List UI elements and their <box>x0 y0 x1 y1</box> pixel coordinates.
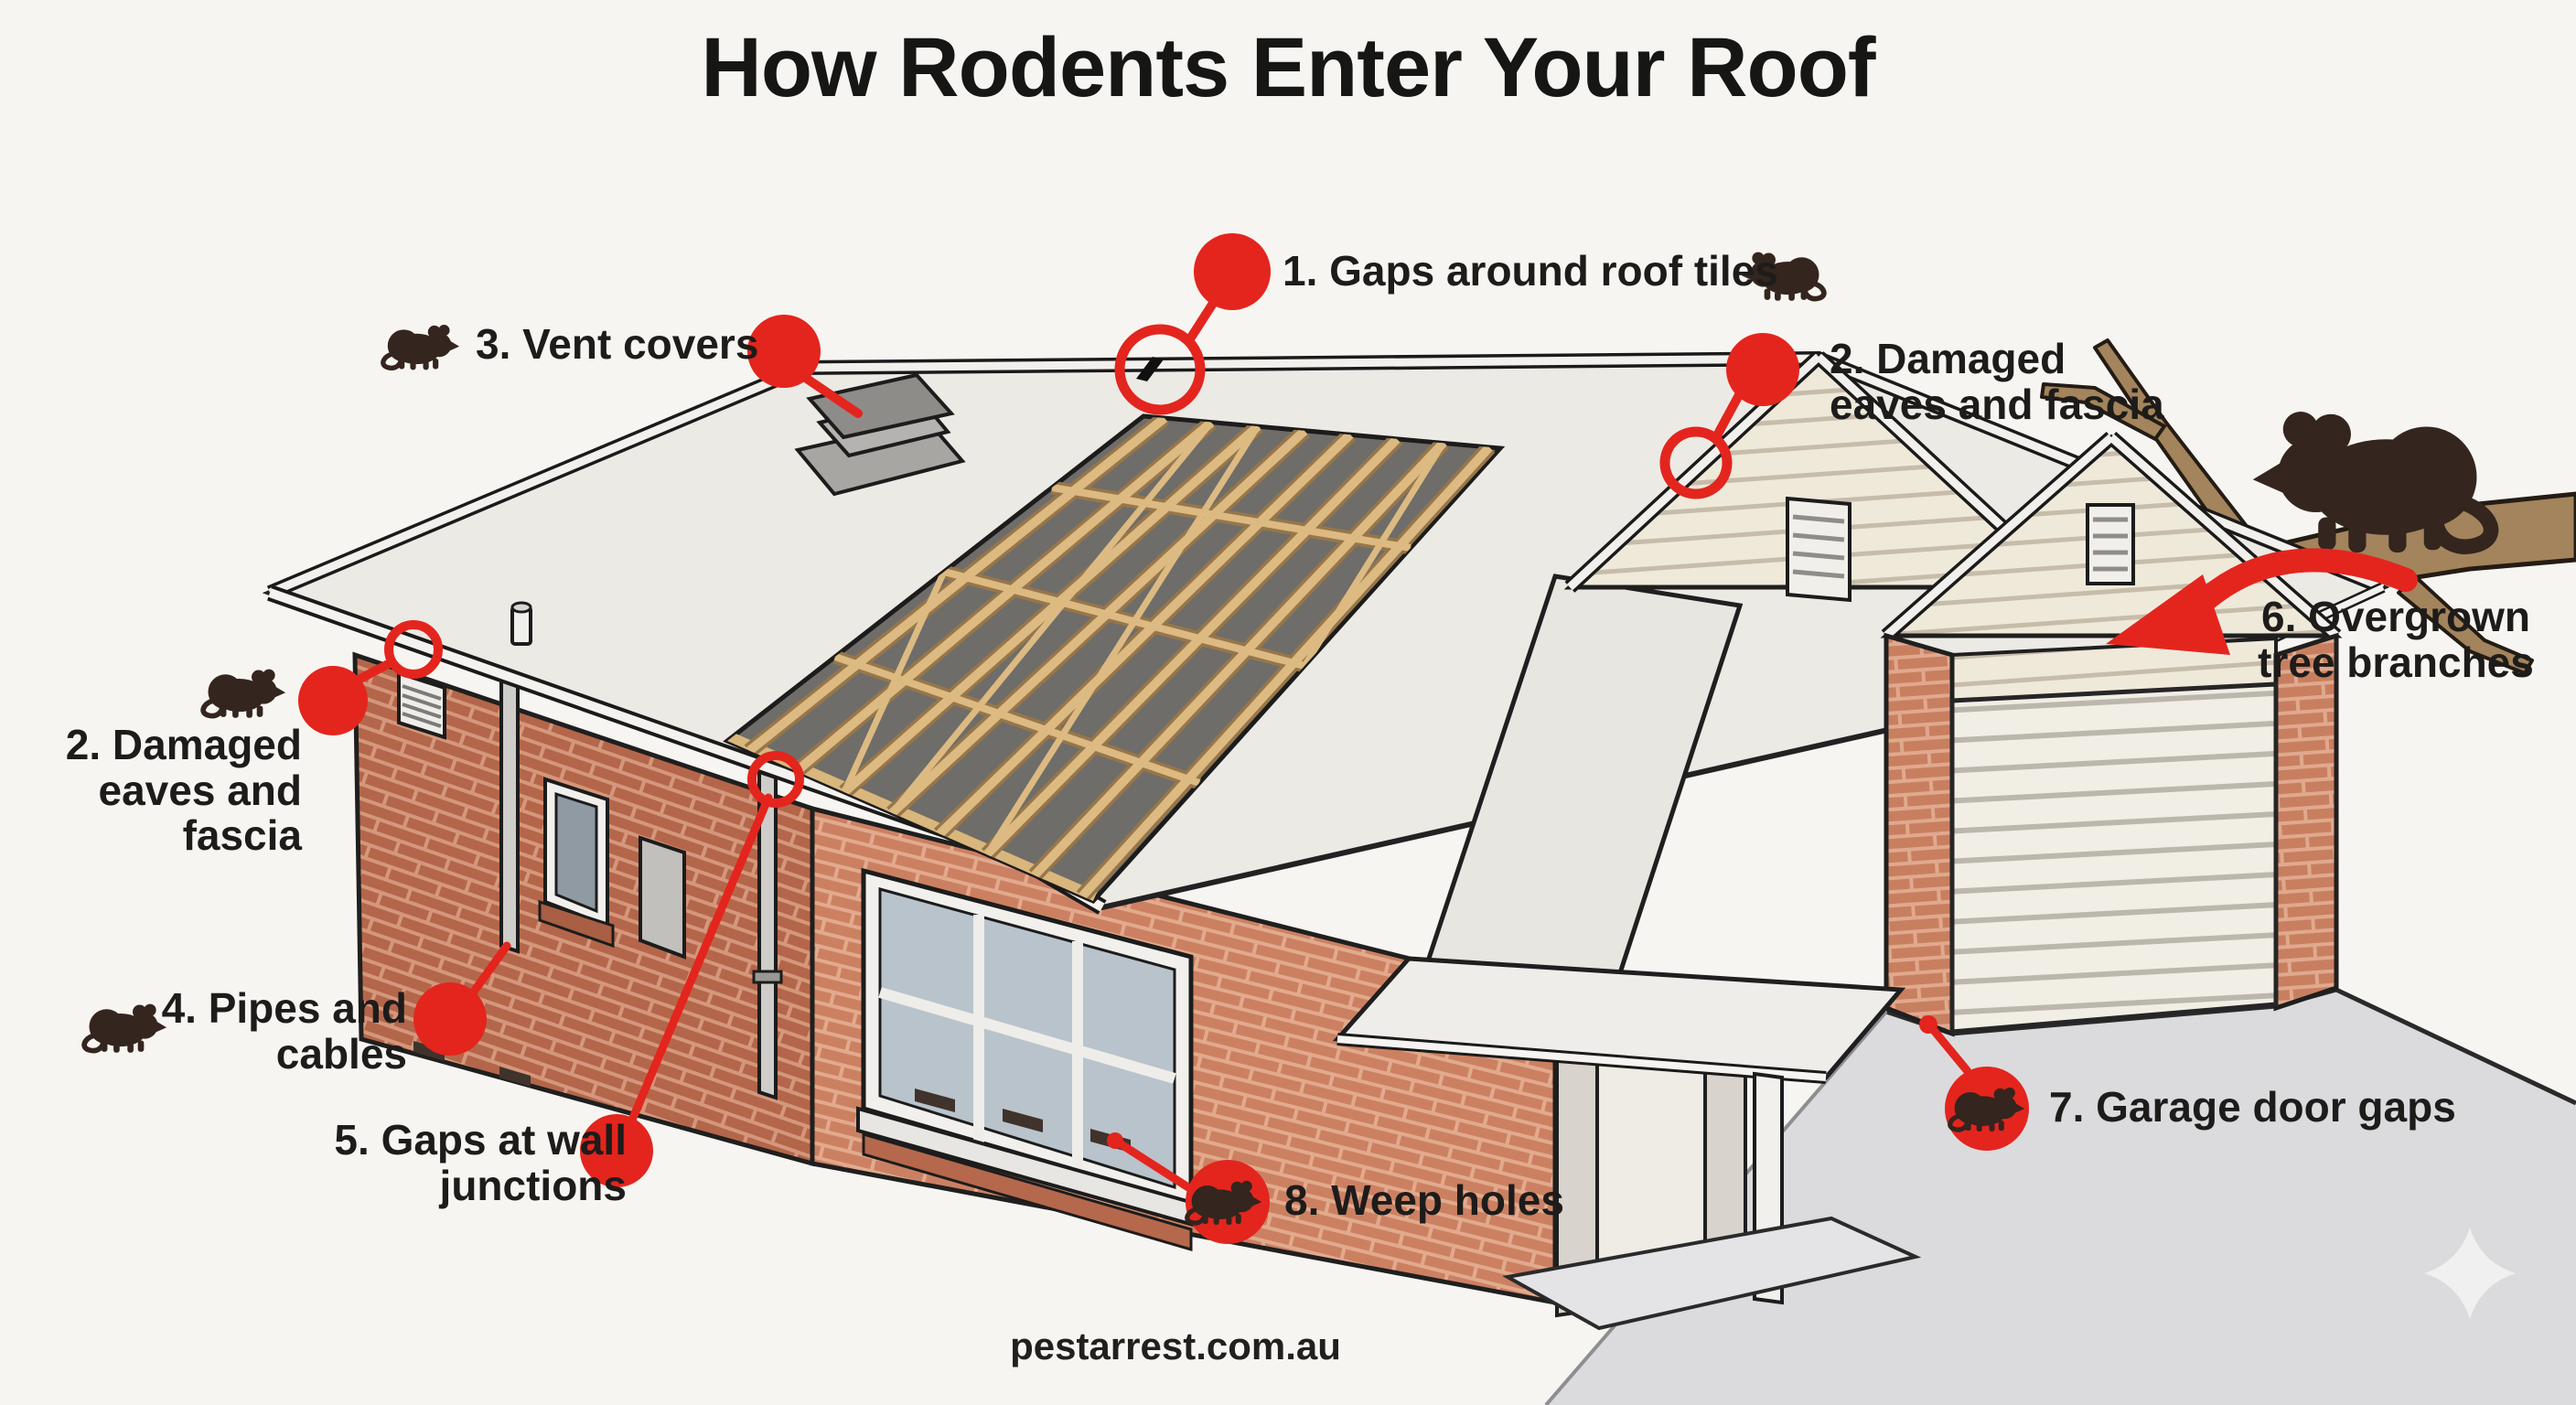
marker-5-wall-junctions <box>580 751 804 1187</box>
label-weep-holes: 8. Weep holes <box>1284 1176 1564 1224</box>
left-wall-window <box>538 777 615 949</box>
red-ring-marker-icon <box>384 620 443 679</box>
red-dot-marker-icon <box>1726 333 1799 406</box>
label-tree-branches: 6. Overgrown tree branches <box>2258 593 2534 686</box>
website-url: pestarrest.com.au <box>1010 1325 1341 1367</box>
porch <box>1332 956 1922 1331</box>
marker-3-vent-covers <box>747 315 863 418</box>
label-vent-covers: 3. Vent covers <box>476 320 759 368</box>
garage <box>1880 432 2343 1037</box>
red-dot-marker-icon <box>580 1114 653 1187</box>
meter-box <box>639 835 686 960</box>
roof-truss-cutaway <box>723 413 1506 905</box>
label-garage-door-gaps: 7. Garage door gaps <box>2049 1083 2456 1131</box>
marker-8-weep-holes <box>1107 1132 1270 1244</box>
label-gaps-roof-tiles: 1. Gaps around roof tiles <box>1283 247 1778 295</box>
label-pipes-cables: 4. Pipes and cables <box>161 984 407 1078</box>
label-wall-junctions: 5. Gaps at wall junctions <box>334 1116 627 1209</box>
downpipe <box>499 669 520 954</box>
wall-vent-grille <box>397 670 446 740</box>
sparkle-icon <box>2424 1228 2516 1319</box>
marker-4-pipes-cables <box>413 941 511 1056</box>
marker-7-garage-door <box>1919 1015 2029 1151</box>
page-title: How Rodents Enter Your Roof <box>701 21 1875 114</box>
marker-2-right-eaves <box>1659 333 1799 499</box>
red-dot-marker-icon <box>747 315 821 388</box>
rat-icon <box>383 325 459 370</box>
red-ring-marker-icon <box>747 751 804 808</box>
gable-louver-vent <box>1786 496 1852 603</box>
marker-2-left-eaves <box>298 620 443 735</box>
rat-icon <box>203 670 285 718</box>
garage-pillar-left <box>1884 632 1955 1037</box>
base-vent <box>499 1067 531 1087</box>
rat-icon <box>84 1004 166 1053</box>
red-dot-marker-icon <box>413 982 487 1056</box>
marker-1-roof-tiles <box>1114 233 1271 415</box>
red-ring-marker-icon <box>1659 426 1733 499</box>
curved-red-arrow-icon <box>2106 548 2418 655</box>
garage-louver-vent <box>2086 503 2135 585</box>
porch-floor <box>1502 1216 1922 1331</box>
front-window <box>856 867 1198 1251</box>
garage-roller-door <box>1949 681 2279 1035</box>
label-damaged-eaves-right: 2. Damaged eaves and fascia <box>1830 335 2164 428</box>
red-ring-marker-icon <box>1114 324 1206 415</box>
red-dot-marker-icon <box>298 666 368 735</box>
red-dot-marker-icon <box>1194 233 1271 310</box>
base-vent <box>413 1041 445 1061</box>
roof-vent <box>794 372 966 497</box>
garage-pillar-right <box>2273 632 2339 1012</box>
label-damaged-eaves-left: 2. Damaged eaves and fascia <box>65 721 302 860</box>
roof-pipe <box>510 601 532 646</box>
